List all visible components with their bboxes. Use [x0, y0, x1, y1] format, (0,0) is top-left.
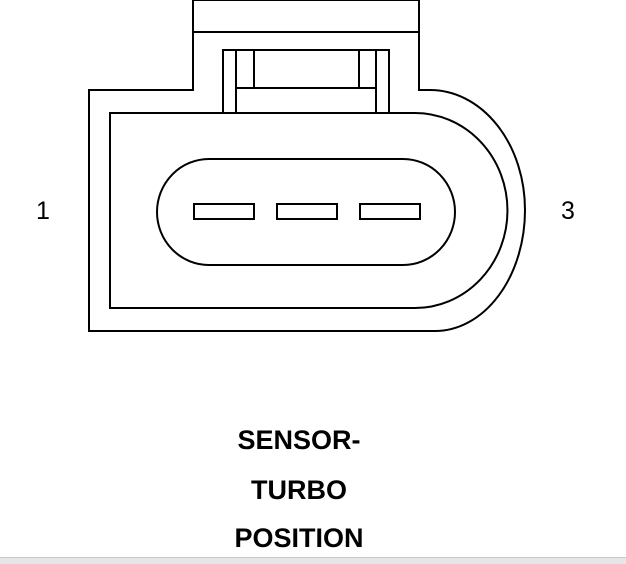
pin-2-terminal [276, 203, 338, 220]
pin-3-label: 3 [561, 197, 575, 225]
terminal-cavity-outline [155, 158, 457, 266]
caption-line-2: TURBO [251, 475, 347, 505]
latch-slider-left [235, 50, 255, 112]
caption-line-1: SENSOR- [237, 425, 361, 455]
latch-frame [222, 49, 390, 112]
caption-line-3: POSITION [234, 523, 364, 553]
pin-1-label: 1 [36, 197, 50, 225]
pin-1-terminal [193, 203, 255, 220]
horizontal-scrollbar[interactable] [0, 557, 626, 564]
connector-housing-outline [88, 0, 527, 332]
pin-3-terminal [359, 203, 421, 220]
inner-shroud-outline [109, 112, 509, 309]
latch-slider-right [358, 50, 377, 112]
